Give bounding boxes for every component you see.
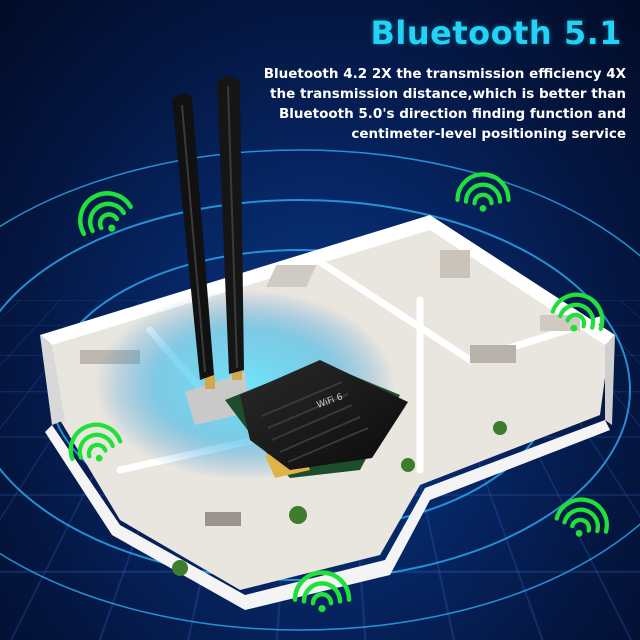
outer-wall	[40, 335, 65, 425]
signal-ring	[0, 199, 631, 581]
plant	[493, 421, 507, 435]
description-line: Bluetooth 4.2 2X the transmission effici…	[263, 66, 626, 82]
page-title: Bluetooth 5.1	[370, 14, 622, 52]
wifi-signal-icon	[292, 570, 352, 613]
shelf	[440, 250, 470, 278]
sofa	[470, 345, 516, 363]
feature-description: Bluetooth 4.2 2X the transmission effici…	[186, 64, 626, 144]
bed	[266, 265, 317, 287]
card-heatsink	[240, 360, 408, 470]
description-line: Bluetooth 5.0's direction finding functi…	[278, 106, 626, 122]
outer-wall	[40, 215, 615, 345]
wifi-card: WiFi 6	[185, 360, 408, 478]
outer-wall	[45, 420, 610, 610]
plant	[401, 458, 415, 472]
antenna-highlight	[227, 85, 238, 369]
dining-table	[205, 512, 241, 526]
wifi-signal-icon	[455, 172, 511, 212]
wifi-signal-icon	[554, 497, 609, 537]
heatsink-fins	[261, 381, 369, 463]
outer-wall	[605, 335, 615, 425]
antennas	[172, 76, 244, 381]
antenna	[217, 76, 244, 374]
antenna-highlight	[181, 104, 206, 373]
wifi-signal-icon	[68, 422, 123, 462]
wifi-signal-icon	[78, 191, 133, 237]
antenna-connector	[232, 366, 242, 380]
plant	[289, 506, 307, 524]
antenna-connector	[205, 375, 215, 389]
signal-ring	[0, 149, 640, 631]
card-bracket	[185, 372, 250, 425]
description-line: the transmission distance,which is bette…	[270, 86, 626, 102]
wifi-signal-icon	[550, 292, 605, 332]
plant	[172, 560, 188, 576]
description-line: centimeter-level positioning service	[351, 126, 626, 142]
